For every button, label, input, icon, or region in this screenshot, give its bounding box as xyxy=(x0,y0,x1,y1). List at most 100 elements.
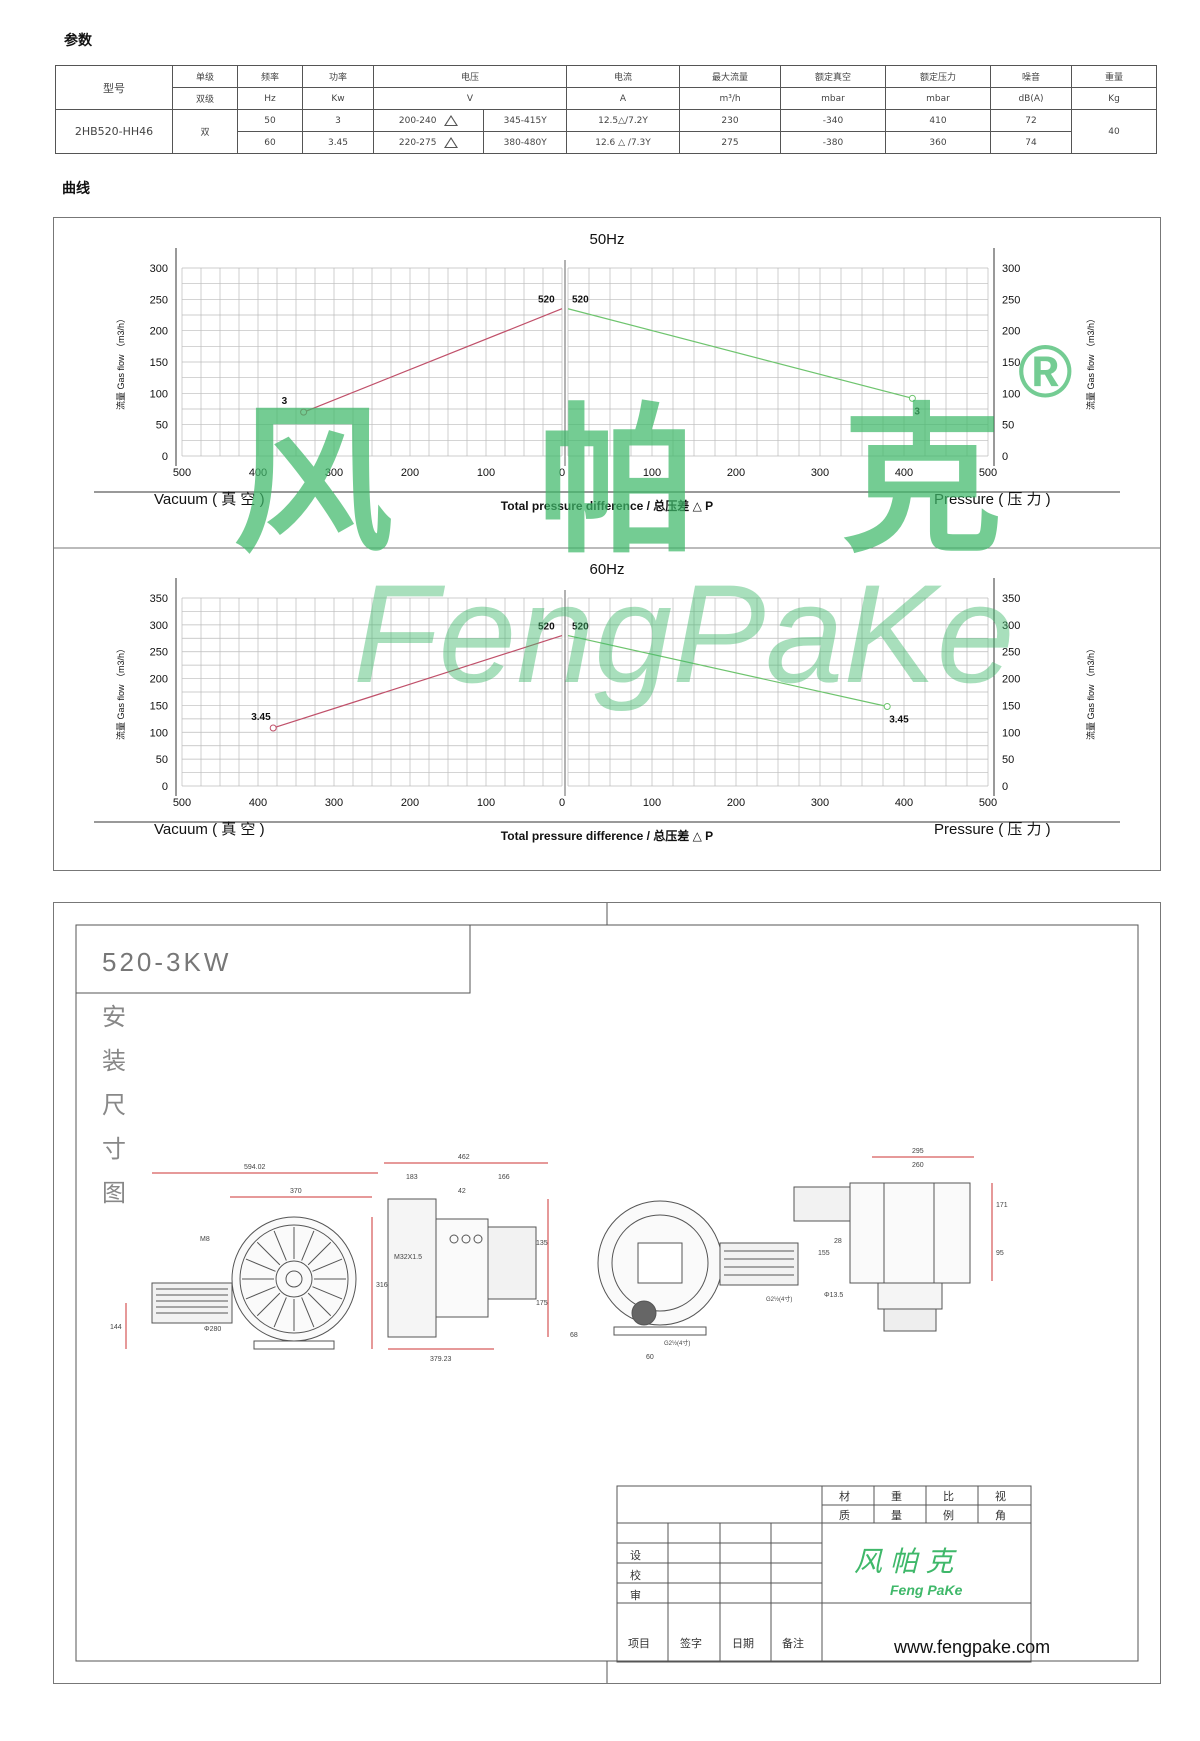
dim-dia: Φ280 xyxy=(204,1326,221,1333)
model-cell: 2HB520-HH46 xyxy=(55,109,173,154)
y-tick-label-left: 50 xyxy=(156,420,168,432)
dim-pipe: G2½(4寸) xyxy=(766,1295,792,1303)
spoke xyxy=(312,1286,343,1300)
caption-char: 安 xyxy=(102,1004,126,1031)
dim-overall: 594.02 xyxy=(244,1164,266,1171)
dim-thread: M32X1.5 xyxy=(394,1254,422,1261)
voltage-delta-cell: 200-240 xyxy=(372,109,485,132)
header-current: 电流 xyxy=(566,65,680,88)
tb-website: www.fengpake.com xyxy=(893,1637,1050,1657)
x-tick-label-left: 0 xyxy=(559,797,565,809)
y-axis-label-left: 流量 Gas flow （m3/h） xyxy=(115,644,126,740)
series-line xyxy=(303,308,563,413)
vacuum-label: Vacuum ( 真 空 ) xyxy=(154,820,265,838)
dim-hole: Φ13.5 xyxy=(824,1292,843,1299)
header-rated-vacuum: 额定真空 xyxy=(780,65,886,88)
unit-kw: Kw xyxy=(302,87,374,110)
y-tick-label-left: 150 xyxy=(150,700,168,712)
blower-housing xyxy=(849,1182,971,1284)
dim-h2: 155 xyxy=(818,1250,830,1257)
noise-cell: 74 xyxy=(990,131,1072,154)
y-tick-label-right: 300 xyxy=(1002,620,1020,632)
dim-h4: 95 xyxy=(996,1250,1004,1257)
y-tick-label-right: 0 xyxy=(1002,781,1008,793)
spoke xyxy=(307,1241,332,1266)
x-tick-label-left: 200 xyxy=(401,797,419,809)
flow-cell: 275 xyxy=(679,131,781,154)
terminal-box xyxy=(637,1242,683,1284)
tb-label: 重 xyxy=(891,1489,902,1503)
inlet-port xyxy=(631,1300,657,1326)
y-tick-label-left: 250 xyxy=(150,294,168,306)
x-tick-label-right: 400 xyxy=(895,467,913,479)
series-start-label: 520 xyxy=(572,295,589,306)
installation-drawing: 520-3KW 安 装 尺 寸 图 594.02 370 xyxy=(53,902,1161,1684)
series-line xyxy=(567,308,913,399)
motor-body xyxy=(487,1226,537,1300)
chart-title: 60Hz xyxy=(589,561,624,578)
dim-bottom: 379.23 xyxy=(430,1356,452,1363)
x-tick-label-right: 300 xyxy=(811,797,829,809)
voltage-delta-value: 220-275 xyxy=(398,138,437,148)
dim-height: 316 xyxy=(376,1282,388,1289)
weight-cell: 40 xyxy=(1071,109,1157,154)
series-end-label: 3 xyxy=(282,396,288,407)
x-tick-label-right: 300 xyxy=(811,467,829,479)
y-tick-label-right: 250 xyxy=(1002,294,1020,306)
dim-base: 144 xyxy=(110,1324,122,1331)
x-tick-label-right: 200 xyxy=(727,797,745,809)
spoke xyxy=(245,1286,276,1300)
title-box xyxy=(75,924,471,994)
pressure-label: Pressure ( 压 力 ) xyxy=(934,821,1051,838)
y-tick-label-left: 0 xyxy=(162,781,168,793)
motor-body xyxy=(793,1186,851,1222)
tb-label: 例 xyxy=(943,1508,954,1522)
dim-bolt: M8 xyxy=(200,1236,210,1243)
spoke xyxy=(273,1230,287,1261)
y-tick-label-right: 50 xyxy=(1002,420,1014,432)
view-side: 462 183 166 42 M32X1.5 135 175 379.23 xyxy=(384,1154,549,1363)
port xyxy=(473,1234,483,1244)
vacuum-label: Vacuum ( 真 空 ) xyxy=(154,490,265,508)
tb-label: 量 xyxy=(891,1509,902,1522)
title-block-frame xyxy=(616,1485,1032,1663)
x-tick-label-right: 200 xyxy=(727,467,745,479)
y-tick-label-right: 150 xyxy=(1002,357,1020,369)
flow-cell: 230 xyxy=(679,109,781,132)
header-voltage: 电压 xyxy=(373,65,567,88)
spoke xyxy=(256,1241,281,1266)
params-title: 参数 xyxy=(64,32,92,48)
x-axis-label: Total pressure difference / 总压差 △ P xyxy=(501,828,713,843)
kw-cell: 3.45 xyxy=(302,131,374,154)
y-axis-label-left: 流量 Gas flow （m3/h） xyxy=(115,314,126,410)
noise-cell: 72 xyxy=(990,109,1072,132)
spoke xyxy=(307,1292,332,1317)
x-tick-label-left: 100 xyxy=(477,797,495,809)
tb-label: 比 xyxy=(943,1490,954,1503)
vertical-caption: 安 装 尺 寸 图 xyxy=(102,1004,126,1207)
dim-h2: 175 xyxy=(536,1300,548,1307)
x-tick-label-left: 300 xyxy=(325,467,343,479)
dim-pipe2: G2½(4寸) xyxy=(664,1339,690,1347)
unit-double-stage: 双级 xyxy=(172,87,238,110)
dim-h1: 171 xyxy=(996,1202,1008,1209)
drawing-svg: 520-3KW 安 装 尺 寸 图 594.02 370 xyxy=(75,903,1139,1683)
header-noise: 噪音 xyxy=(990,65,1072,88)
y-tick-label-right: 100 xyxy=(1002,727,1020,739)
curve-title: 曲线 xyxy=(62,180,90,196)
y-tick-label-left: 50 xyxy=(156,754,168,766)
y-tick-label-left: 200 xyxy=(150,326,168,338)
y-tick-label-right: 0 xyxy=(1002,451,1008,463)
series-end-label: 3.45 xyxy=(251,712,271,723)
caption-char: 寸 xyxy=(102,1136,126,1163)
header-single-stage: 单级 xyxy=(172,65,238,88)
current-cell: 12.6 △ /7.3Y xyxy=(566,131,680,154)
hz-cell: 60 xyxy=(237,131,303,154)
tb-label: 审 xyxy=(630,1588,641,1602)
tb-label: 项目 xyxy=(628,1637,650,1650)
unit-hz: Hz xyxy=(237,87,303,110)
y-tick-label-left: 150 xyxy=(150,357,168,369)
series-end-label: 3 xyxy=(914,406,920,417)
tb-label: 备注 xyxy=(782,1636,804,1650)
